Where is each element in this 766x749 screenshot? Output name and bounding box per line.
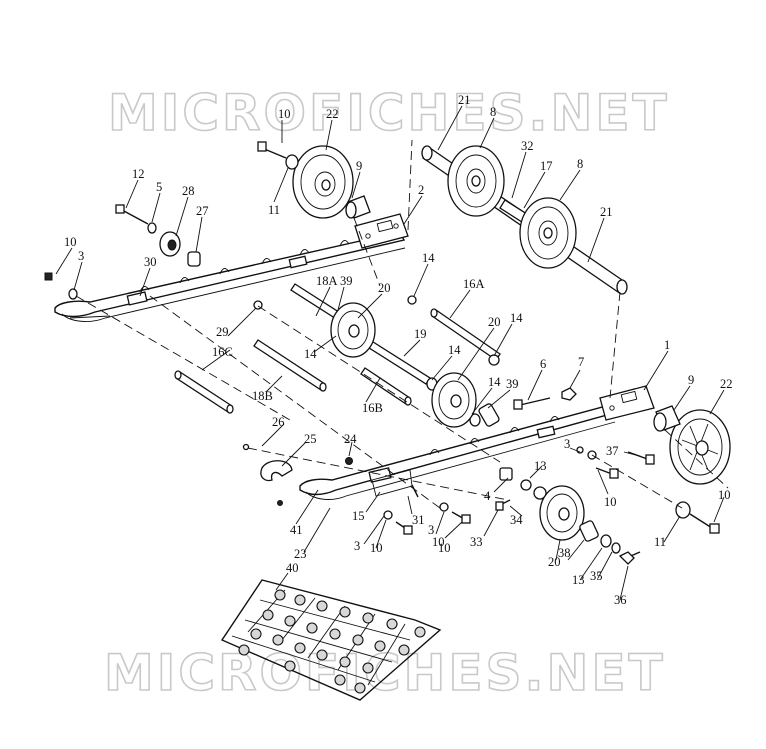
callout-label: 7 (578, 355, 584, 369)
callout-label: 28 (182, 184, 195, 198)
mid-idler-wheels (330, 302, 500, 428)
callout-label: 14 (304, 347, 317, 361)
callout-label: 32 (521, 139, 534, 153)
lower-right-hardware (499, 446, 655, 500)
callout-label: 36 (614, 593, 627, 607)
front-hardware (242, 443, 511, 535)
callout-label: 3 (428, 523, 434, 537)
callout-label: 24 (344, 432, 357, 446)
callout-label: 14 (448, 343, 461, 357)
callout-label: 10 (432, 535, 445, 549)
callout-label: 17 (540, 159, 553, 173)
callout-label: 29 (216, 325, 229, 339)
callout-label: 14 (510, 311, 523, 325)
callout-label: 33 (470, 535, 483, 549)
callout-label: 18A (316, 274, 338, 288)
callout-label: 5 (156, 180, 162, 194)
callout-label: 16B (362, 401, 383, 415)
callout-label: 20 (548, 555, 561, 569)
track-mat (220, 579, 442, 701)
callout-label: 15 (352, 509, 365, 523)
callout-label: 8 (490, 105, 496, 119)
rear-right-wheel (653, 405, 731, 485)
callout-label: 12 (132, 167, 145, 181)
callout-label: 10 (718, 488, 731, 502)
watermark-top: MICROFICHES.NET (108, 84, 670, 142)
callout-label: 13 (572, 573, 585, 587)
callout-label: 30 (144, 255, 157, 269)
callout-label: 6 (540, 357, 546, 371)
callout-label: 39 (506, 377, 519, 391)
callout-label: 22 (326, 107, 339, 121)
bolt-6-nut-7 (513, 387, 577, 410)
callout-label: 19 (414, 327, 427, 341)
callout-label: 14 (422, 251, 435, 265)
callout-label: 41 (290, 523, 303, 537)
callout-label: 39 (340, 274, 353, 288)
callout-label: 10 (438, 541, 451, 555)
callout-label: 3 (78, 249, 84, 263)
callout-label: 9 (356, 159, 362, 173)
left-end-hardware (44, 204, 263, 310)
callout-label: 21 (458, 93, 471, 107)
leader-lines (55, 105, 725, 601)
callout-label: 31 (412, 513, 425, 527)
callout-label: 1 (664, 338, 670, 352)
callout-label: 10 (370, 541, 383, 555)
callout-label: 22 (720, 377, 733, 391)
rear-axle-assembly (421, 145, 628, 295)
callout-label: 18B (252, 389, 273, 403)
cross-shafts (174, 283, 501, 427)
watermark-bottom: MICROFICHES.NET (104, 644, 666, 702)
callout-label: 3 (354, 539, 360, 553)
callout-label: 37 (606, 444, 619, 458)
lower-wheel-stack (539, 485, 641, 565)
callout-label: 14 (488, 375, 501, 389)
callout-label: 13 (534, 459, 547, 473)
callout-label: 11 (268, 203, 280, 217)
callout-label: 21 (600, 205, 613, 219)
upper-idler-wheel (257, 141, 371, 219)
callout-label: 20 (488, 315, 501, 329)
callout-labels: 10 22 21 8 32 17 8 21 9 11 12 5 28 27 2 … (64, 93, 733, 607)
callout-label: 34 (510, 513, 523, 527)
callout-label: 2 (418, 183, 424, 197)
callout-label: 40 (286, 561, 299, 575)
callout-label: 9 (688, 373, 694, 387)
callout-label: 35 (590, 569, 603, 583)
callout-label: 8 (577, 157, 583, 171)
left-slide-rail (54, 213, 409, 322)
callout-label: 26 (272, 415, 285, 429)
callout-label: 10 (604, 495, 617, 509)
callout-label: 10 (64, 235, 77, 249)
callout-label: 23 (294, 547, 307, 561)
callout-label: 25 (304, 432, 317, 446)
bottom-right-bolt (675, 501, 720, 534)
callout-label: 27 (196, 204, 209, 218)
callout-label: 10 (278, 107, 291, 121)
callout-label: 38 (558, 546, 571, 560)
callout-label: 11 (654, 535, 666, 549)
callout-label: 3 (564, 437, 570, 451)
right-slide-rail (299, 385, 655, 500)
callout-label: 4 (484, 489, 491, 503)
callout-label: 20 (378, 281, 391, 295)
callout-label: 16A (463, 277, 485, 291)
callout-label: 16C (212, 345, 233, 359)
